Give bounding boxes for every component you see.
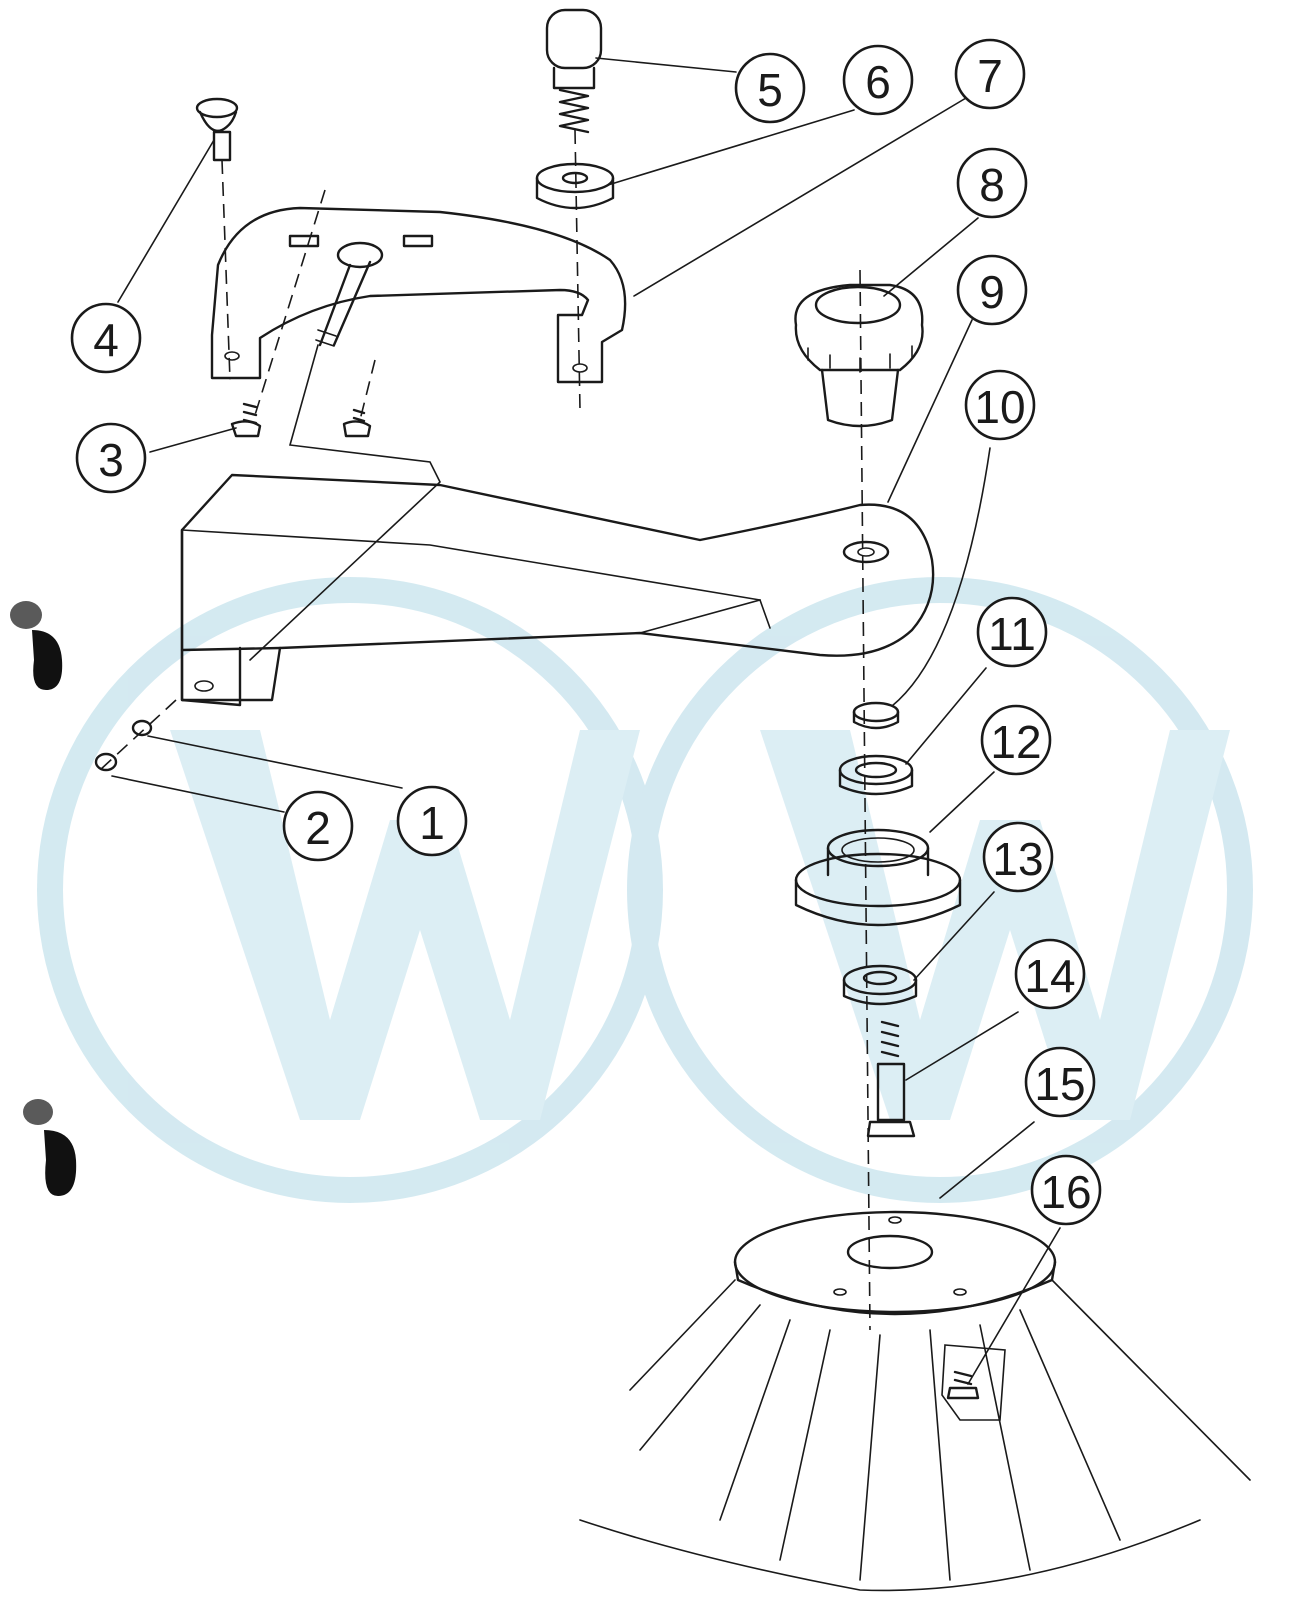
callout-12: 12: [980, 704, 1052, 776]
part-screw-3: [230, 402, 262, 438]
callout-3-label: 3: [98, 434, 124, 486]
part-bracket-7: [210, 206, 627, 384]
callout-5-label: 5: [757, 64, 783, 116]
part-bushing-6: [535, 162, 615, 210]
callout-4-label: 4: [93, 314, 119, 366]
callout-2: 2: [282, 790, 354, 862]
callout-16-label: 16: [1040, 1166, 1091, 1218]
callout-14: 14: [1014, 938, 1086, 1010]
callout-5: 5: [734, 52, 806, 124]
callout-7: 7: [954, 38, 1026, 110]
callout-9: 9: [956, 254, 1028, 326]
part-screw-16: [941, 1344, 1006, 1421]
callout-12-label: 12: [990, 716, 1041, 768]
callout-1-label: 1: [419, 797, 445, 849]
callout-11-label: 11: [988, 608, 1036, 660]
part-bearing-11: [838, 754, 914, 796]
callout-3: 3: [75, 422, 147, 494]
part-handwheel-8: [794, 283, 924, 428]
watermark-logo: [37, 577, 1253, 1203]
callout-16: 16: [1030, 1154, 1102, 1226]
callout-10-label: 10: [974, 381, 1025, 433]
part-arm-9: [180, 473, 935, 707]
callout-15-label: 15: [1034, 1058, 1085, 1110]
callout-7-label: 7: [977, 50, 1003, 102]
callout-10: 10: [964, 369, 1036, 441]
part-screw-3b: [342, 408, 372, 438]
callout-13: 13: [982, 821, 1054, 893]
part-bolt-14: [866, 1020, 916, 1138]
scan-artifact: [10, 601, 77, 1196]
part-knob-top: [545, 8, 603, 134]
callout-14-label: 14: [1024, 950, 1075, 1002]
part-washer-1: [131, 719, 153, 737]
callout-11: 11: [976, 596, 1048, 668]
part-disc-15: [733, 1210, 1057, 1316]
callout-6-label: 6: [865, 56, 891, 108]
part-pin-4: [195, 97, 239, 162]
callout-1: 1: [396, 785, 468, 857]
part-bearing-13: [842, 964, 918, 1006]
brush-bristles: [579, 1279, 1251, 1592]
leader-lines: [111, 57, 1061, 1385]
callout-2-label: 2: [305, 802, 331, 854]
callout-9-label: 9: [979, 266, 1005, 318]
callout-6: 6: [842, 44, 914, 116]
callout-8: 8: [956, 147, 1028, 219]
callout-4: 4: [70, 302, 142, 374]
part-washer-2: [94, 752, 118, 772]
callout-8-label: 8: [979, 159, 1005, 211]
callout-15: 15: [1024, 1046, 1096, 1118]
callout-13-label: 13: [992, 833, 1043, 885]
part-washer-10: [852, 701, 900, 730]
part-hub-12: [794, 828, 962, 927]
